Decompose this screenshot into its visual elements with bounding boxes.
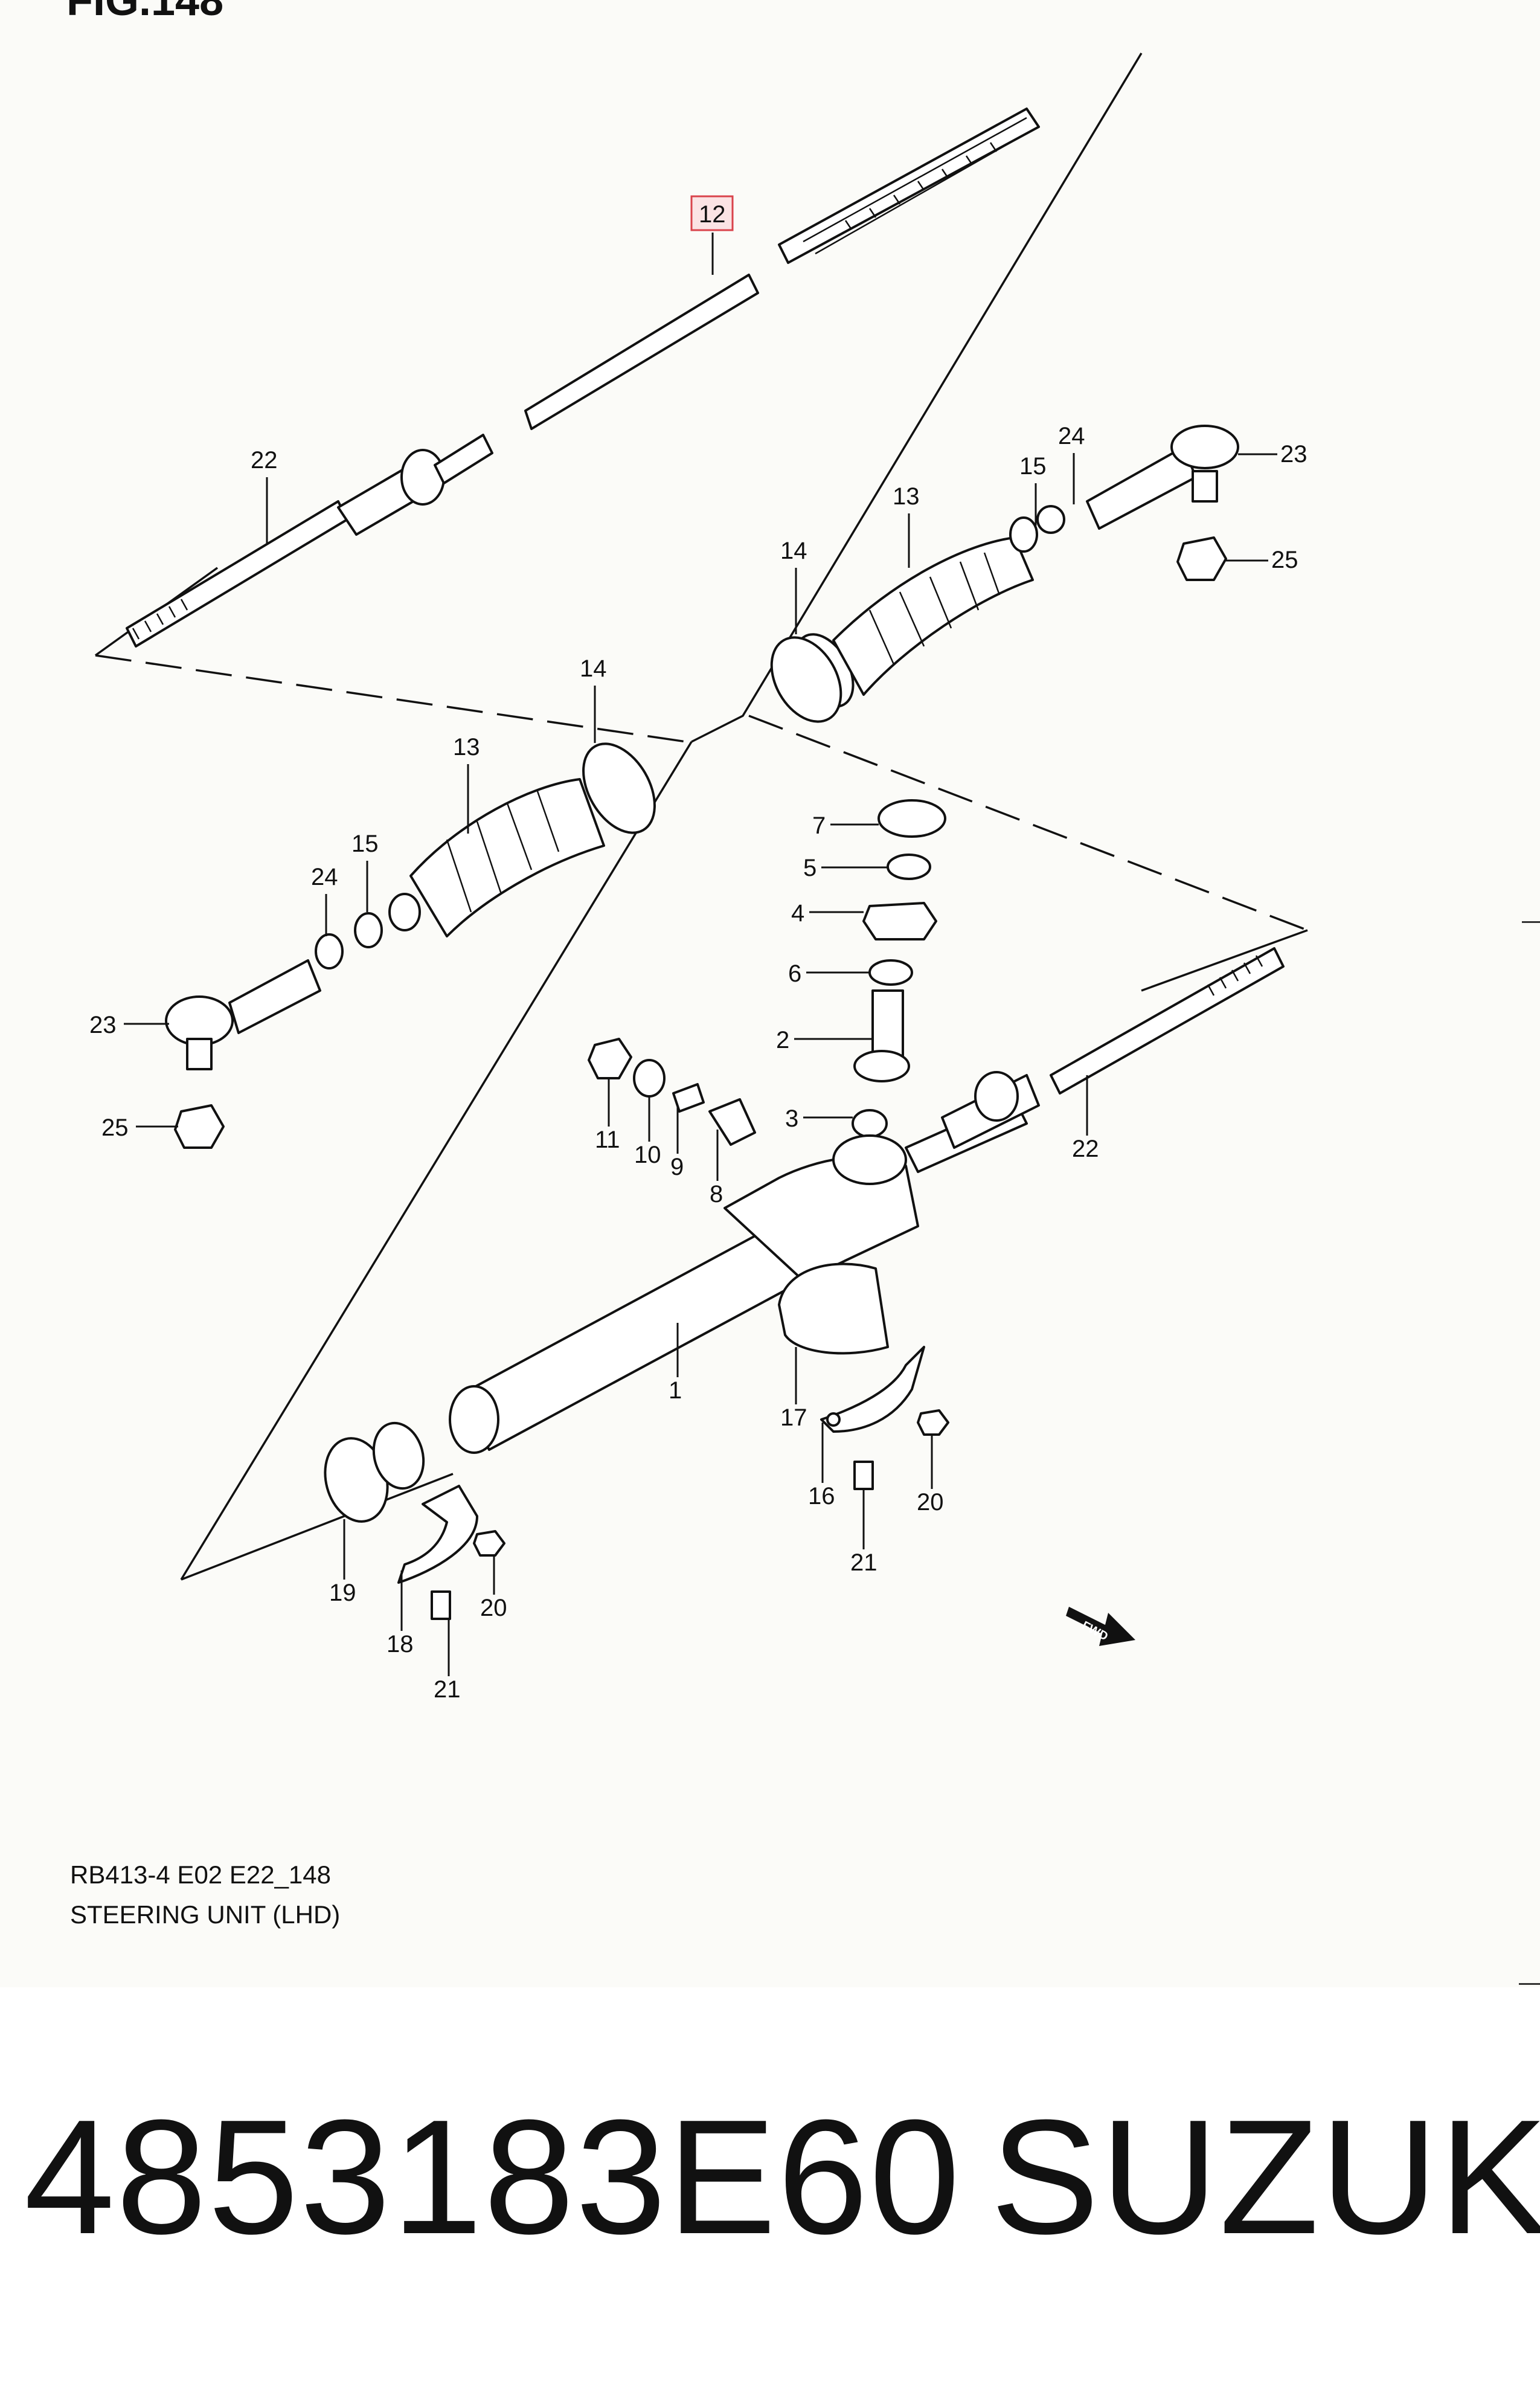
callout-22-lower[interactable]: 22	[1072, 1136, 1099, 1162]
boot-clamp-upper-right[interactable]	[757, 625, 855, 734]
tie-rod-end-upper-right[interactable]	[1009, 425, 1239, 553]
callout-13-upper[interactable]: 13	[893, 483, 920, 510]
callout-17[interactable]: 17	[780, 1404, 807, 1431]
exploded-parts-diagram: FWD 12 22 13 14 15 24 23 25 14 13 15 24 …	[89, 53, 1308, 1703]
callout-1[interactable]: 1	[669, 1377, 682, 1404]
callout-24-upper[interactable]: 24	[1058, 423, 1085, 449]
callout-15-lower[interactable]: 15	[351, 831, 379, 857]
steering-gear-housing[interactable]	[449, 1098, 1028, 1454]
diagram-title: STEERING UNIT (LHD)	[70, 1900, 341, 1929]
pinion-washer[interactable]	[868, 959, 913, 986]
edge-mark-right-2	[1519, 1983, 1540, 1985]
footer-bar	[0, 1987, 1540, 2392]
bracket-bolt-left[interactable]	[431, 1590, 451, 1620]
adjuster-plug[interactable]	[633, 1059, 666, 1098]
mount-bushing-left[interactable]	[316, 1418, 431, 1529]
diagram-code: RB413-4 E02 E22_148	[70, 1860, 331, 1889]
tie-rod-upper-left[interactable]	[126, 434, 493, 648]
callout-9[interactable]: 9	[670, 1154, 684, 1180]
callout-20-right[interactable]: 20	[917, 1489, 944, 1516]
part-number: 4853183E60	[24, 2086, 961, 2268]
tie-rod-lower-right[interactable]	[941, 947, 1285, 1149]
pinion-seal[interactable]	[887, 854, 931, 880]
mount-bracket-right[interactable]	[820, 1346, 925, 1433]
nut-upper-right[interactable]	[1176, 536, 1227, 581]
callout-10[interactable]: 10	[634, 1142, 661, 1168]
bracket-bolt-right[interactable]	[853, 1461, 874, 1490]
boot-clamp-lower-left[interactable]	[569, 731, 670, 846]
callout-21-left[interactable]: 21	[434, 1676, 461, 1703]
rack-bar[interactable]	[524, 108, 1040, 430]
drawing-sheet: FIG.148	[66, 0, 1540, 1985]
callout-13-lower[interactable]: 13	[453, 734, 480, 760]
callout-11[interactable]: 11	[595, 1127, 620, 1153]
callout-8[interactable]: 8	[710, 1181, 723, 1207]
callout-18[interactable]: 18	[387, 1631, 414, 1657]
callout-2[interactable]: 2	[776, 1027, 789, 1053]
nut-lower-left[interactable]	[174, 1104, 225, 1149]
callout-7[interactable]: 7	[812, 812, 826, 839]
rack-frame-left	[180, 741, 693, 1580]
callout-14-upper[interactable]: 14	[780, 538, 807, 564]
callout-4[interactable]: 4	[791, 900, 804, 927]
mount-bushing-right[interactable]	[778, 1262, 889, 1355]
pinion-bearing[interactable]	[852, 1109, 888, 1138]
rack-frame-upper	[691, 53, 1143, 743]
figure-title: FIG.148	[66, 0, 224, 25]
callout-3[interactable]: 3	[785, 1105, 798, 1132]
callout-16[interactable]: 16	[808, 1483, 835, 1509]
callout-21-right[interactable]: 21	[850, 1549, 877, 1576]
fwd-arrow-icon: FWD	[1066, 1607, 1135, 1646]
boot-lower-left[interactable]	[388, 778, 605, 937]
callout-25-lower[interactable]: 25	[101, 1114, 129, 1141]
adjuster-locknut[interactable]	[588, 1038, 632, 1079]
frame-line-bottom	[181, 1473, 454, 1581]
callout-12-highlight	[690, 195, 734, 231]
callout-15-upper[interactable]: 15	[1019, 453, 1047, 480]
callout-6[interactable]: 6	[788, 960, 801, 987]
callout-12[interactable]: 12	[699, 201, 726, 228]
callout-14-lower[interactable]: 14	[580, 655, 607, 682]
callout-23-upper[interactable]: 23	[1280, 441, 1307, 468]
callout-25-upper[interactable]: 25	[1271, 547, 1298, 573]
frame-line-right	[1141, 929, 1308, 992]
bracket-nut-right[interactable]	[917, 1409, 949, 1436]
pinion-nut[interactable]	[862, 902, 937, 940]
pinion-gear[interactable]	[853, 989, 910, 1082]
mount-bracket-left[interactable]	[397, 1485, 478, 1584]
tie-rod-end-lower-left[interactable]	[165, 912, 383, 1070]
callout-5[interactable]: 5	[803, 855, 817, 881]
bracket-nut-left[interactable]	[473, 1530, 505, 1557]
rack-guide-yoke[interactable]	[708, 1098, 756, 1146]
edge-mark-right-1	[1522, 921, 1540, 923]
callout-19[interactable]: 19	[329, 1580, 356, 1606]
frame-dash-right	[748, 715, 1308, 931]
pinion-cap[interactable]	[877, 799, 946, 838]
callout-22-upper[interactable]: 22	[251, 447, 278, 474]
callout-20-left[interactable]: 20	[480, 1595, 507, 1621]
callout-23-lower[interactable]: 23	[89, 1012, 117, 1038]
callout-24-lower[interactable]: 24	[311, 864, 338, 890]
brand-name: SUZUKI	[990, 2086, 1540, 2268]
